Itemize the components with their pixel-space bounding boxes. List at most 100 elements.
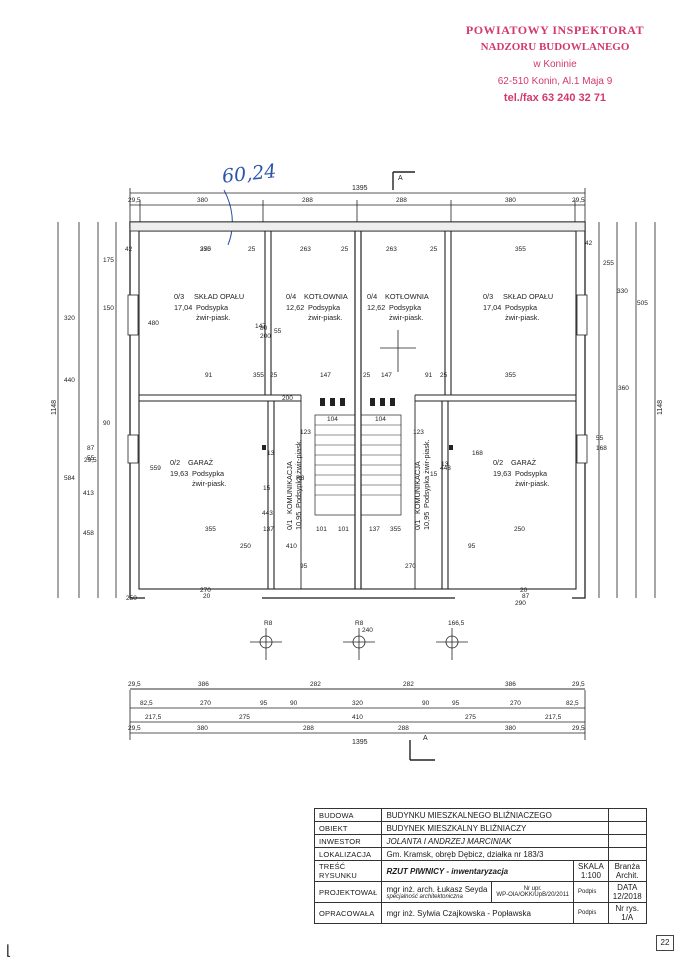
obiekt-value: BUDYNEK MIESZKALNY BLIŹNIACZY [381,821,609,835]
dim: 282 [310,681,321,688]
dim: 29,5 [128,725,141,732]
stamp-line-1: POWIATOWY INSPEKTORAT [465,23,645,37]
dimension-label: 13 [441,461,449,468]
lokalizacja-value: Gm. Kramsk, obręb Dębicz, działka nr 183… [381,847,609,861]
dimension-label: 42 [585,240,593,247]
budowa-value: BUDYNKU MIESZKALNEGO BLIŹNIACZEGO [381,808,609,822]
nr-upr-value: WP-OIA/OKK/UpB/20/2011 [496,892,569,898]
room-finish: Podsypka żwir-piask. [294,439,303,508]
dimension-label: 505 [637,300,648,307]
dimension-label: 270 [405,563,416,570]
data-cell: DATA 12/2018 [607,881,647,903]
dim-bottom-total: 1395 [352,739,368,746]
page-number: 22 [656,935,674,951]
room-area: 12,62 [367,303,385,312]
room-finish: Podsypka [196,303,229,312]
dimension-label: 168 [596,445,607,452]
nr-rys-value: 1/A [621,913,634,922]
dimension-label: 150 [103,305,114,312]
dimension-label: 147 [320,372,331,379]
nr-upr-label: Nr upr. [523,886,542,892]
dimension-label: 355 [515,246,526,253]
dimension-label: 200 [282,395,293,402]
dimension-label: 95 [300,563,308,570]
dimension-label: 270 [200,246,211,253]
skala-value: 1:100 [580,871,601,880]
dimension-label: 584 [64,475,75,482]
skala-label: SKALA [578,862,604,871]
dimension-label: 91 [205,372,213,379]
dimension-label: 25 [341,246,349,253]
handwritten-arrow [223,189,233,246]
room-finish: Podsypka [515,469,548,478]
nr-upr-cell: Nr upr. WP-OIA/OKK/UpB/20/2011 [491,881,574,903]
room-0-2-right: 0/2 GARAŻ 19,63 Podsypka żwir-piask. [493,458,549,488]
obiekt-label: OBIEKT [313,821,383,835]
room-name: KOTŁOWNIA [385,292,429,301]
room-id: 0/4 [286,292,296,301]
dim-top-seg: 288 [396,197,407,204]
dim: 410 [352,714,363,721]
dimension-label: 360 [618,385,629,392]
dimension-label: R8 [296,475,305,482]
stamp-line-2: NADZORU BUDOWLANEGO [480,41,630,53]
nr-rys-cell: Nr rys. 1/A [607,902,647,924]
opracowala-value: mgr inż. Sylwia Czajkowska - Popławska [381,902,574,924]
dim: 270 [510,700,521,707]
section-marker-top: A [398,175,403,182]
dimension-label: 104 [375,416,386,423]
dimension-label: 87 [522,593,530,600]
dim-top-seg: 380 [197,197,208,204]
dimension-label: 20 [203,593,211,600]
dimension-label: 15 [430,471,438,478]
dimension-label: 166,5 [448,620,465,627]
dim-top-seg: 288 [302,197,313,204]
dim: 95 [452,700,460,707]
stamp-line-5: tel./fax 63 240 32 71 [503,92,607,104]
section-marker-bottom: A [423,735,428,742]
dimension-label: 55 [596,435,604,442]
dimension-label: 29,5 [84,457,97,464]
branza-label: Branża [614,862,640,871]
podpis-label: Podpis [578,889,597,895]
dim-top-seg: 380 [505,197,516,204]
dimension-label: 25 [440,372,448,379]
dimension-label: 410 [286,543,297,550]
dimension-label: 137 [369,526,380,533]
room-0-1-right: 0/1 KOMUNIKACJA 10,95 Podsypka żwir-pias… [413,439,431,530]
dimension-label: 90 [103,420,111,427]
dimension-label: 104 [327,416,338,423]
data-value: 12/2018 [612,892,642,901]
dimension-label: 55 [87,455,95,462]
dim: 386 [505,681,516,688]
room-area: 10,95 [294,512,303,530]
dimension-label: 413 [83,490,94,497]
projektant-spec: specjalność architektoniczna [386,893,463,900]
dimension-label: 25 [270,372,278,379]
stamp-line-4: 62-510 Konin, Al.1 Maja 9 [497,76,613,87]
dim-top-seg: 29,5 [128,197,141,204]
tresc-label-1: TREŚĆ [319,862,346,871]
room-area: 17,04 [483,303,501,312]
inwestor-value: JOLANTA I ANDRZEJ MARCINIAK [381,834,609,848]
dimension-label: 443 [440,465,451,472]
projektant-name: mgr inż. arch. Łukasz Seyda [386,884,488,894]
dimension-label: 147 [255,323,266,330]
dim: 282 [403,681,414,688]
room-0-4-right: 0/4 KOTŁOWNIA 12,62 Podsypka żwir-piask. [367,292,429,322]
opracowala-label: OPRACOWAŁA [313,902,383,924]
dimension-label: 255 [603,260,614,267]
dimension-label: 458 [83,530,94,537]
dimension-label: 101 [316,526,327,533]
dimension-label: 263 [386,246,397,253]
room-id: 0/1 [285,520,294,530]
dimension-label: 355 [205,526,216,533]
lokalizacja-label: LOKALIZACJA [313,847,383,861]
blank-cell [607,808,647,822]
room-id: 0/3 [483,292,493,301]
dim: 275 [465,714,476,721]
dimension-label: R8 [355,620,364,627]
room-0-3-right: 0/3 SKŁAD OPAŁU 17,04 Podsypka żwir-pias… [483,292,553,322]
dimension-label: 91 [425,372,433,379]
